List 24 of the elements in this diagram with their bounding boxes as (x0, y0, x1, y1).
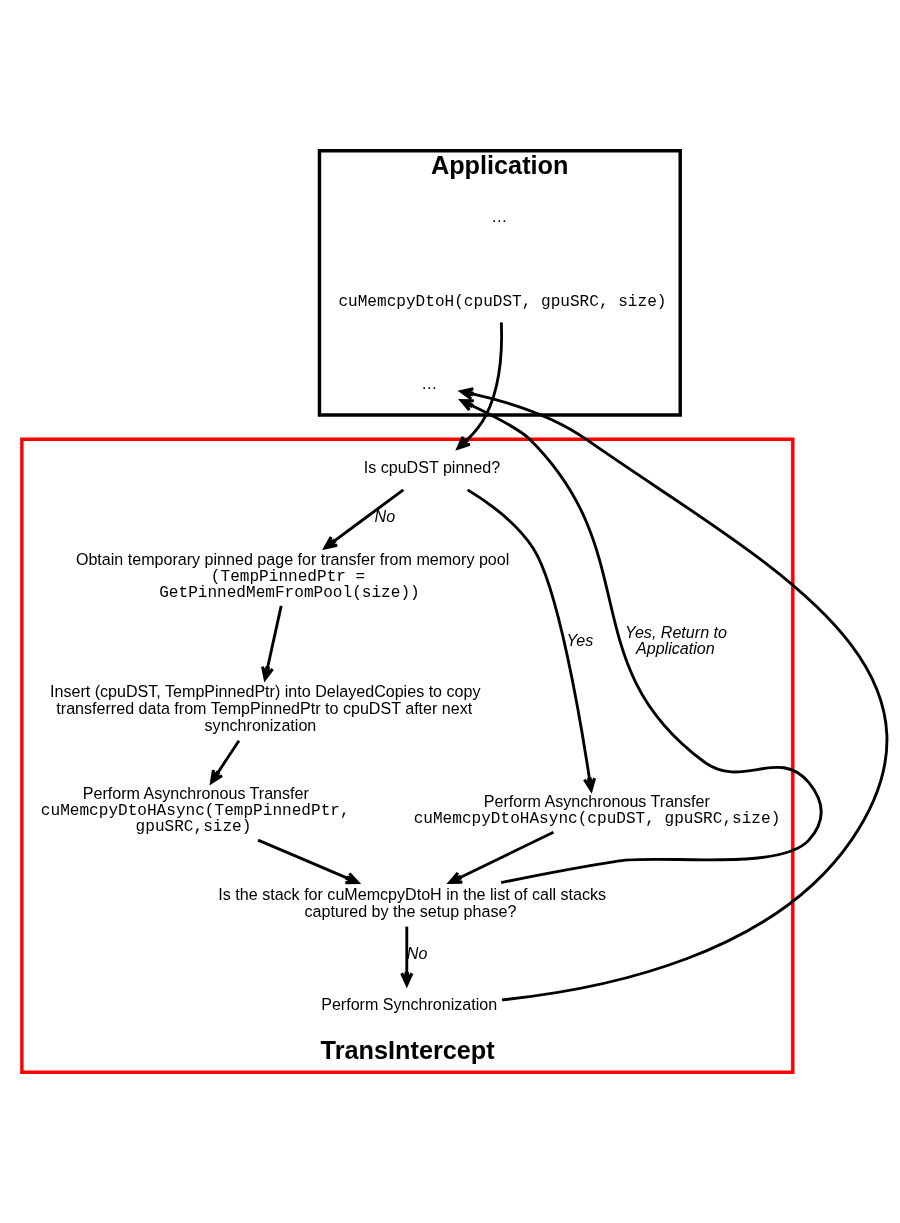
edge-label: Yes (566, 630, 594, 649)
node-text: Perform Synchronization (321, 994, 498, 1013)
node-text: … (421, 374, 438, 393)
arrow (323, 488, 405, 550)
edge-label: Yes, Return to Application (625, 623, 727, 658)
node-text: Perform Asynchronous Transfer cuMemcpyDtoHAsync(cpuDST, gpuSRC,size) (413, 792, 781, 829)
arrow (257, 838, 360, 885)
arrow (261, 605, 283, 681)
arrow (459, 387, 888, 1002)
node-text: cuMemcpyDtoH(cpuDST, gpuSRC, size) (338, 292, 667, 311)
arrow (209, 739, 241, 784)
node-text: Perform Asynchronous Transfer cuMemcpyDtoHAsync(TempPinnedPtr, gpuSRC,size) (40, 784, 350, 837)
arrow (466, 488, 597, 792)
node-text: Obtain temporary pinned page for transfer from memory pool (TempPinnedPtr = GetPinnedMemFromPool(size)) (75, 549, 510, 602)
arrow (456, 322, 504, 450)
arrow (459, 399, 823, 884)
arrow (448, 830, 555, 884)
node-text: Insert (cpuDST, TempPinnedPtr) into DelayedCopies to copy transferred data from TempPinnedPtr to cpuDST after next synchronization (50, 681, 481, 735)
edge-label: No (374, 507, 396, 526)
node-text: Is cpuDST pinned? (363, 458, 501, 477)
edge-label: No (406, 943, 428, 962)
node-text: … (491, 206, 508, 225)
node-text: Is the stack for cuMemcpyDtoH in the list of call stacks captured by the setup phase? (218, 885, 607, 921)
arrow (400, 926, 414, 987)
